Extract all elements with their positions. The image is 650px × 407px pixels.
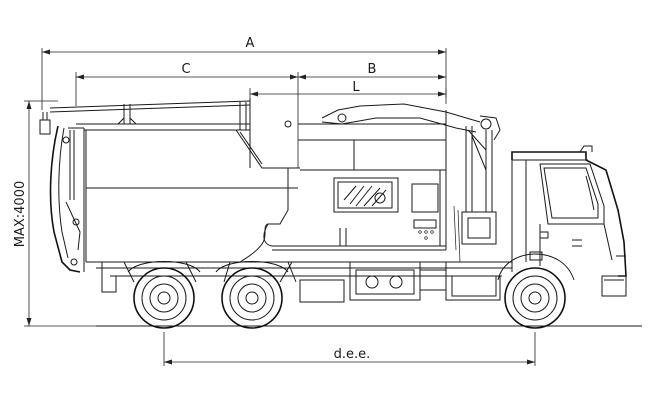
refuse-body — [49, 98, 447, 263]
dimension-max-height: MAX:4000 — [13, 100, 96, 327]
crane-arm — [321, 103, 501, 263]
rear-wheel-2 — [215, 261, 289, 329]
dimension-wheelbase: d.e.e. — [163, 332, 536, 366]
front-wheel — [497, 253, 575, 329]
dimension-b-label: B — [368, 62, 377, 77]
dimension-c-label: C — [181, 62, 190, 77]
truck-cab — [511, 145, 627, 297]
rear-wheel-1 — [127, 261, 201, 329]
dimension-a: A — [41, 36, 447, 110]
dimension-l: L — [249, 80, 447, 98]
dimension-a-label: A — [246, 36, 255, 51]
dimension-c: C — [75, 62, 299, 168]
dimension-l-label: L — [352, 80, 360, 95]
dimension-wheelbase-label: d.e.e. — [334, 347, 371, 362]
rear-loader — [39, 112, 85, 273]
dimension-b: B — [298, 62, 446, 80]
dimension-max-height-label: MAX:4000 — [13, 181, 28, 247]
